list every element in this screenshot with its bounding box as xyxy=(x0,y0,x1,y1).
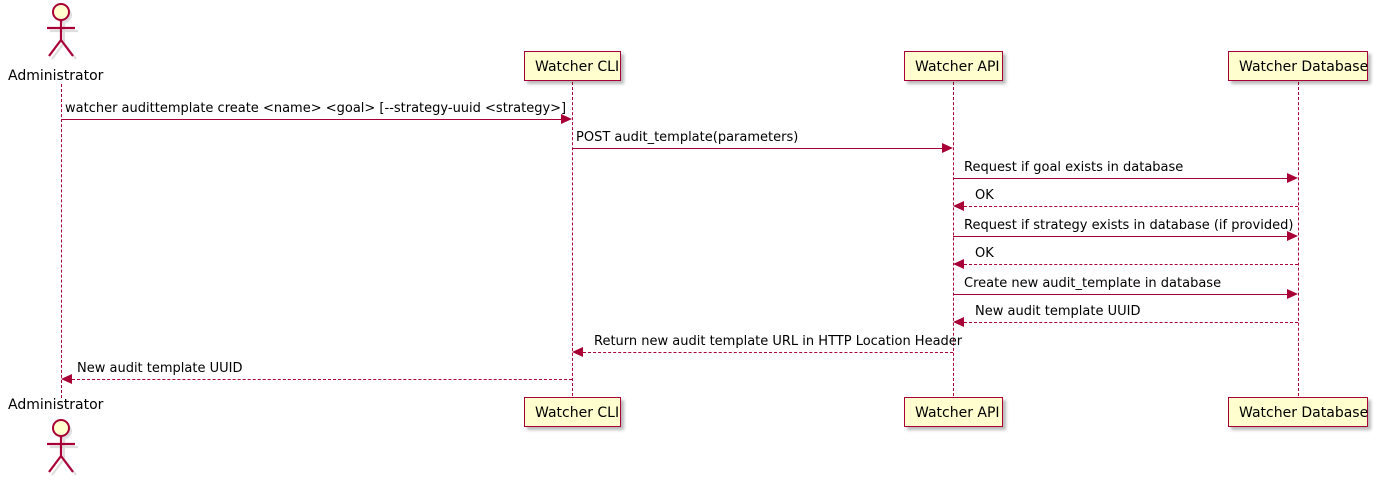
message-arrowhead-10 xyxy=(61,374,72,384)
message-line-5 xyxy=(953,236,1287,237)
message-line-6 xyxy=(964,264,1298,265)
message-arrowhead-5 xyxy=(1287,231,1298,241)
message-line-7 xyxy=(953,294,1287,295)
message-arrowhead-8 xyxy=(953,317,964,327)
participant-box-watcher-database-top[interactable]: Watcher Database xyxy=(1228,51,1368,81)
message-label-4: OK xyxy=(975,188,994,203)
participant-box-watcher-cli-top[interactable]: Watcher CLI xyxy=(524,51,621,81)
actor-administrator-bottom xyxy=(38,418,84,476)
message-line-4 xyxy=(964,206,1298,207)
actor-label-administrator-top: Administrator xyxy=(8,68,104,84)
message-label-9: Return new audit template URL in HTTP Lo… xyxy=(594,334,963,349)
message-line-3 xyxy=(953,178,1287,179)
message-label-5: Request if strategy exists in database (… xyxy=(964,218,1294,233)
actor-label-administrator-bottom: Administrator xyxy=(8,397,104,413)
message-line-2 xyxy=(572,148,942,149)
message-arrowhead-3 xyxy=(1287,173,1298,183)
lifeline-watcher-cli xyxy=(572,82,573,396)
participant-box-watcher-database-bottom[interactable]: Watcher Database xyxy=(1228,397,1368,427)
message-arrowhead-1 xyxy=(561,114,572,124)
message-line-8 xyxy=(964,322,1298,323)
lifeline-watcher-api xyxy=(953,82,954,396)
message-label-6: OK xyxy=(975,246,994,261)
participant-box-watcher-cli-bottom[interactable]: Watcher CLI xyxy=(524,397,621,427)
message-line-10 xyxy=(72,379,572,380)
message-arrowhead-2 xyxy=(942,143,953,153)
message-arrowhead-9 xyxy=(572,347,583,357)
participant-box-watcher-api-top[interactable]: Watcher API xyxy=(904,51,1003,81)
message-line-9 xyxy=(583,352,953,353)
message-arrowhead-7 xyxy=(1287,289,1298,299)
message-arrowhead-4 xyxy=(953,201,964,211)
message-arrowhead-6 xyxy=(953,259,964,269)
lifeline-administrator xyxy=(61,84,62,398)
message-label-7: Create new audit_template in database xyxy=(964,276,1222,291)
actor-administrator-top xyxy=(38,2,84,60)
participant-box-watcher-api-bottom[interactable]: Watcher API xyxy=(904,397,1003,427)
message-label-3: Request if goal exists in database xyxy=(964,160,1184,175)
lifeline-watcher-database xyxy=(1298,82,1299,396)
message-line-1 xyxy=(61,119,561,120)
message-label-10: New audit template UUID xyxy=(77,361,243,376)
message-label-2: POST audit_template(parameters) xyxy=(576,130,799,145)
message-label-1: watcher audittemplate create <name> <goa… xyxy=(65,101,567,116)
message-label-8: New audit template UUID xyxy=(975,304,1141,319)
